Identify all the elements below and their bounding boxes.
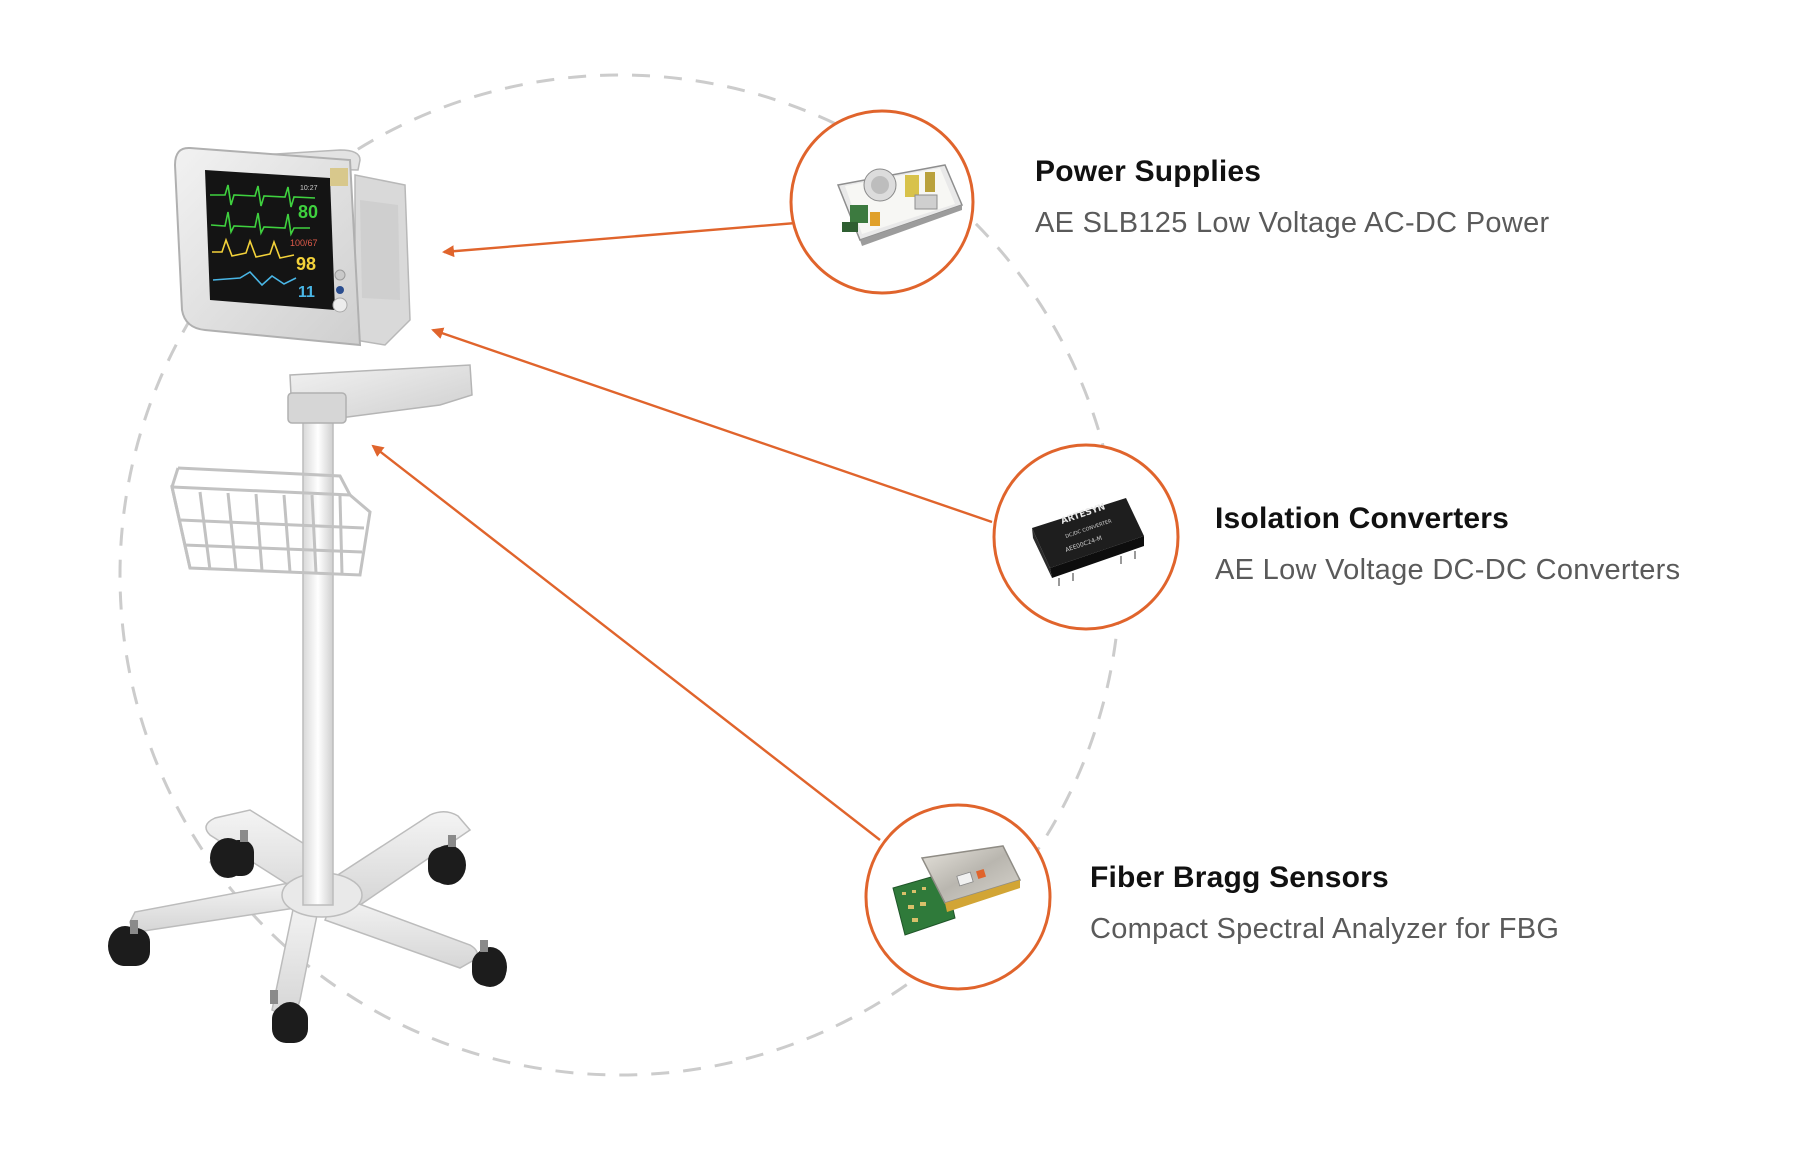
isolation-converters-subtitle: AE Low Voltage DC-DC Converters	[1215, 554, 1681, 586]
isolation-converters-label: Isolation Converters AE Low Voltage DC-D…	[1215, 502, 1680, 587]
fiber-bragg-subtitle: Compact Spectral Analyzer for FBG	[1090, 913, 1560, 945]
fbg-analyzer-bubble	[864, 803, 1052, 991]
monitor-readout-hr: 80	[298, 202, 318, 222]
wire-basket	[170, 466, 372, 577]
isolation-converter-bubble: ARTESYN DC/DC CONVERTER AEE00C24-M	[992, 443, 1180, 631]
patient-monitor-stand: 80 100/67 98 11 10:27	[108, 146, 507, 1043]
monitor-readout-bp: 100/67	[290, 238, 318, 248]
fiber-bragg-title: Fiber Bragg Sensors	[1090, 861, 1389, 894]
arrow-power	[442, 220, 809, 258]
power-supplies-title: Power Supplies	[1035, 155, 1262, 188]
power-supply-board-icon	[836, 164, 964, 246]
stand-pole	[302, 404, 334, 906]
isolation-converters-title: Isolation Converters	[1215, 502, 1510, 535]
arrow-isolation	[431, 327, 993, 524]
monitor-readout-time: 10:27	[300, 185, 318, 192]
spectral-analyzer-board-icon	[892, 845, 1022, 936]
power-supplies-label: Power Supplies AE SLB125 Low Voltage AC-…	[1035, 155, 1549, 240]
monitor-readout-resp: 11	[298, 284, 315, 301]
fiber-bragg-label: Fiber Bragg Sensors Compact Spectral Ana…	[1090, 861, 1559, 946]
power-supply-bubble	[789, 109, 975, 295]
arrow-fbg	[371, 444, 881, 841]
casters	[108, 830, 507, 1043]
patient-monitor: 80 100/67 98 11 10:27	[173, 146, 411, 347]
connector-arrows	[371, 220, 993, 841]
power-supplies-subtitle: AE SLB125 Low Voltage AC-DC Power	[1035, 207, 1550, 239]
monitor-readout-spo2: 98	[296, 254, 316, 274]
